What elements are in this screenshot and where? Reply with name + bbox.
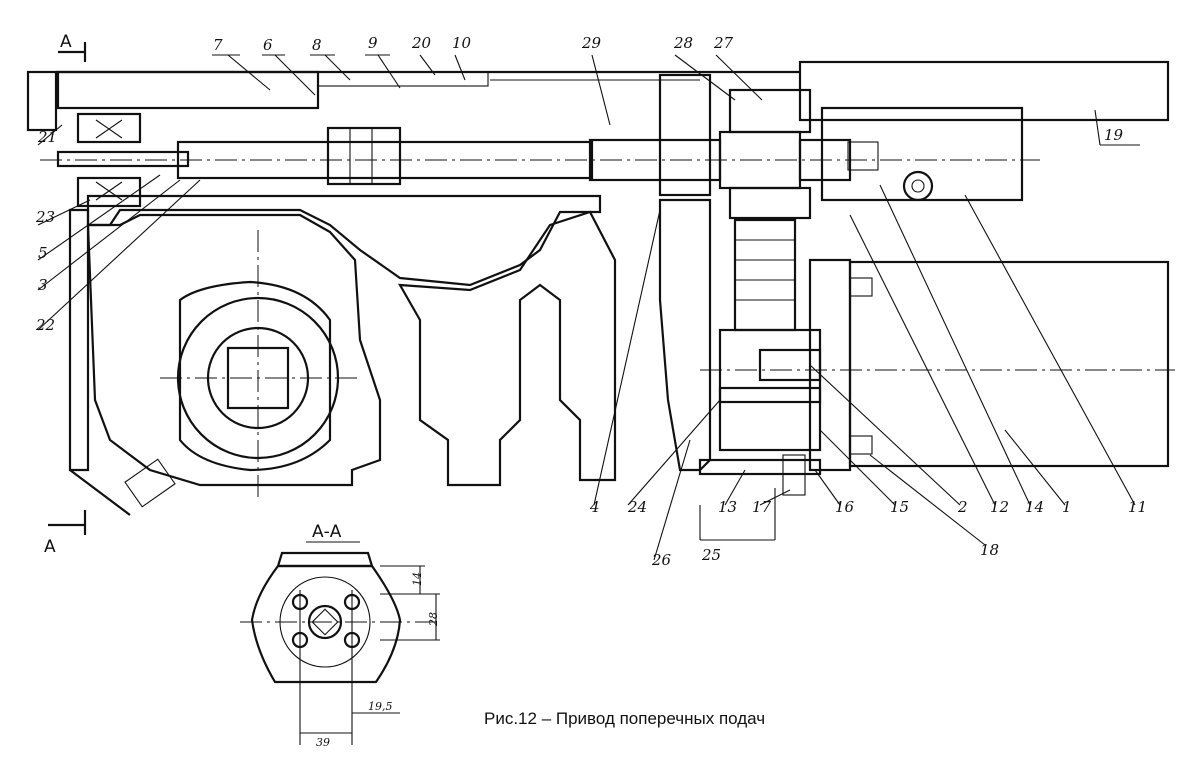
callout-10: 10 <box>452 34 472 52</box>
svg-text:A: A <box>60 32 72 52</box>
callout-18: 18 <box>980 541 999 559</box>
top-slide-part <box>26 60 1170 132</box>
callout-20: 20 <box>411 34 432 52</box>
callout-labels: 7 6 8 9 20 10 29 28 27 19 21 23 5 3 22 4… <box>35 34 1147 569</box>
callout-4: 4 <box>589 498 600 516</box>
svg-text:28: 28 <box>427 612 440 627</box>
callout-12: 12 <box>990 498 1009 516</box>
section-marker-top: A <box>58 32 87 62</box>
lead-screw-shaft <box>40 126 1040 190</box>
callout-2: 2 <box>957 498 968 516</box>
worm-wheel <box>160 230 360 500</box>
callout-23: 23 <box>35 208 55 226</box>
callout-5: 5 <box>38 244 48 262</box>
callout-9: 9 <box>368 34 378 52</box>
section-view-a-a: А-А 14 28 39 19,5 <box>240 522 440 749</box>
callout-27: 27 <box>713 34 734 52</box>
callout-28: 28 <box>673 34 693 52</box>
apron-housing <box>68 194 617 516</box>
callout-16: 16 <box>835 498 855 516</box>
right-bracket <box>820 106 1170 468</box>
svg-text:39: 39 <box>316 736 330 749</box>
callout-15: 15 <box>890 498 909 516</box>
callout-17: 17 <box>752 498 772 516</box>
callout-19: 19 <box>1104 126 1124 144</box>
callout-25: 25 <box>701 546 721 564</box>
section-marker-bottom: A <box>44 510 87 557</box>
callout-6: 6 <box>263 36 273 54</box>
callout-1: 1 <box>1062 498 1072 516</box>
svg-text:А-А: А-А <box>312 522 342 542</box>
callout-14: 14 <box>1025 498 1044 516</box>
callout-3: 3 <box>38 276 48 294</box>
callout-8: 8 <box>312 36 322 54</box>
svg-text:A: A <box>44 537 56 557</box>
callout-26: 26 <box>651 551 672 569</box>
callout-11: 11 <box>1128 498 1147 516</box>
svg-text:14: 14 <box>411 572 424 586</box>
callout-29: 29 <box>581 34 602 52</box>
callout-leaders <box>37 54 1140 561</box>
callout-22: 22 <box>35 316 55 334</box>
gear-box <box>658 73 1175 496</box>
left-bearing <box>76 112 142 208</box>
svg-text:19,5: 19,5 <box>368 700 393 713</box>
callout-13: 13 <box>718 498 737 516</box>
callout-21: 21 <box>37 128 57 146</box>
figure-caption: Рис.12 – Привод поперечных подач <box>484 709 766 728</box>
callout-7: 7 <box>213 36 223 54</box>
callout-24: 24 <box>627 498 647 516</box>
